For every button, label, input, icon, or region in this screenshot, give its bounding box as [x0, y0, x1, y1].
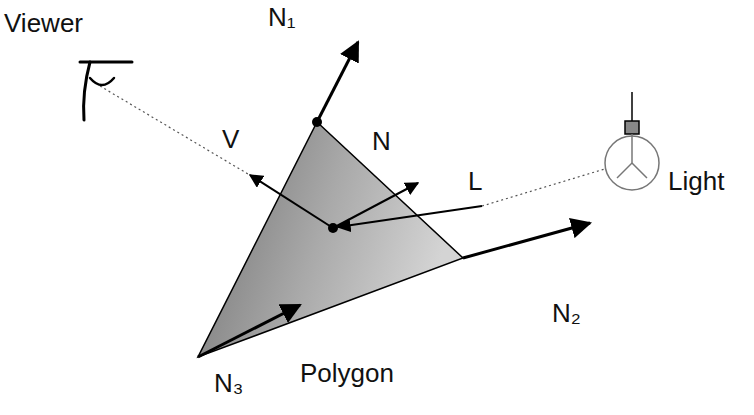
- light-bulb: [605, 92, 659, 190]
- view-vector: [250, 175, 333, 228]
- viewer-eye: [80, 62, 132, 120]
- light-vector: [338, 206, 482, 227]
- polygon-label: Polygon: [300, 360, 394, 386]
- surface-dot: [328, 223, 338, 233]
- light-label: Light: [668, 168, 724, 194]
- vector-label: N: [372, 128, 391, 154]
- viewer-label: Viewer: [4, 10, 83, 36]
- normal-label: N₂: [552, 300, 581, 326]
- vector-label: L: [468, 168, 482, 194]
- normal-arrow: [198, 305, 300, 357]
- vertex-dot: [312, 117, 322, 127]
- normal-label: N₃: [214, 370, 243, 396]
- polygon-shape: [198, 122, 463, 357]
- sight-line: [100, 86, 248, 174]
- vector-label: V: [222, 126, 239, 152]
- normal-arrow: [317, 42, 358, 122]
- normal-arrow: [463, 223, 590, 258]
- light-line: [482, 168, 608, 206]
- normal-label: N₁: [268, 4, 296, 30]
